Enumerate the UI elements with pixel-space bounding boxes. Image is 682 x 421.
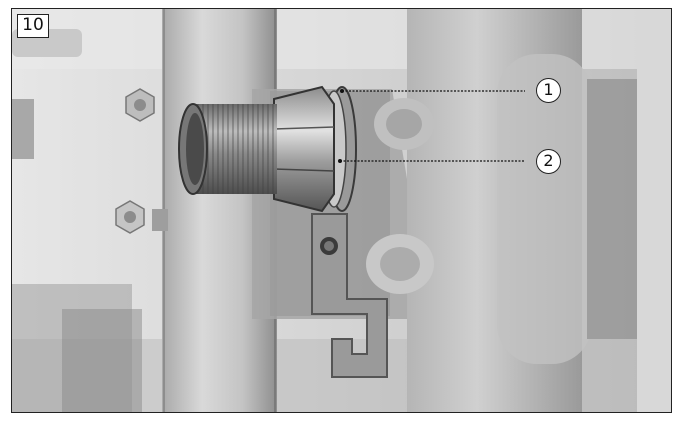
sensor-mounting-photo — [12, 9, 671, 412]
figure-number-label: 10 — [17, 14, 49, 38]
assembly-photo-figure: 10 1 2 — [11, 8, 672, 413]
callout-1-washer: 1 — [536, 78, 561, 103]
callout-2-lock-washer: 2 — [536, 149, 561, 174]
